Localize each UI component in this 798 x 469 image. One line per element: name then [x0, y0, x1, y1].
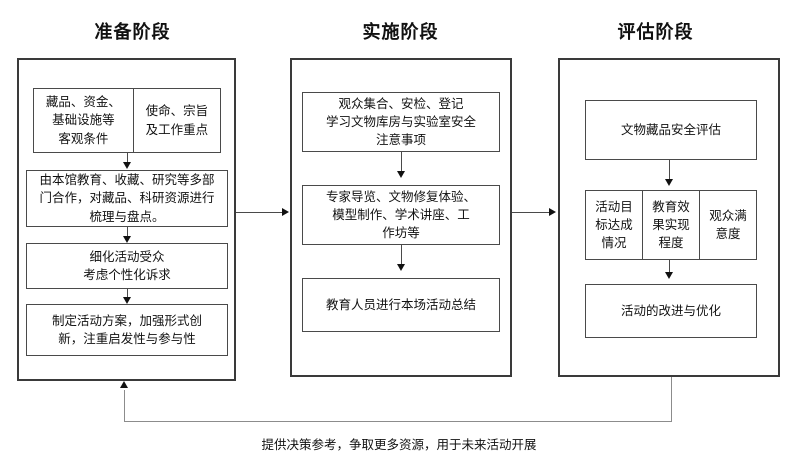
- node-impl-assembly-security-registration[interactable]: 观众集合、安检、登记 学习文物库房与实验室安全 注意事项: [302, 92, 500, 152]
- feedback-line-horizontal: [124, 421, 672, 422]
- stage-title-implementation: 实施阶段: [362, 22, 439, 43]
- cell-collections-funds-facilities: 藏品、资金、 基础设施等 客观条件: [45, 94, 121, 146]
- arrow-stage2-to-stage3: [549, 207, 556, 216]
- feedback-line-vertical-left: [124, 390, 125, 422]
- cell-visitor-satisfaction: 观众满 意度: [699, 191, 756, 259]
- node-impl-educator-summary[interactable]: 教育人员进行本场活动总结: [302, 278, 500, 332]
- node-impl-expert-tour-restoration[interactable]: 专家导览、文物修复体验、 模型制作、学术讲座、工 作坊等: [302, 185, 500, 245]
- cell-mission-purpose-focus: 使命、宗旨 及工作重点: [132, 89, 220, 152]
- connector-stage2-to-stage3: [512, 212, 550, 213]
- connector-stage1-to-stage2: [236, 212, 283, 213]
- node-prep-refine-audience[interactable]: 细化活动受众 考虑个性化诉求: [26, 243, 228, 289]
- connector-impl-2-to-3: [401, 245, 402, 266]
- arrow-eval-2-to-3: [664, 272, 673, 279]
- arrow-impl-1-to-2: [396, 171, 405, 178]
- arrow-prep-3-to-4: [122, 297, 131, 304]
- node-prep-departments-collaboration[interactable]: 由本馆教育、收藏、研究等多部 门合作，对藏品、科研资源进行 梳理与盘点。: [26, 170, 228, 227]
- arrow-feedback-to-preparation: [120, 381, 128, 388]
- arrow-stage1-to-stage2: [282, 207, 289, 216]
- arrow-impl-2-to-3: [396, 264, 405, 271]
- stage-title-evaluation: 评估阶段: [617, 22, 694, 43]
- feedback-line-vertical-right: [671, 377, 672, 422]
- node-eval-metrics[interactable]: 活动目 标达成 情况 教育效 果实现 程度 观众满 意度: [585, 190, 757, 260]
- cell-goal-achievement: 活动目 标达成 情况: [595, 198, 633, 251]
- arrow-prep-1-to-2: [122, 162, 131, 169]
- connector-prep-2-to-3: [127, 227, 128, 239]
- connector-prep-3-to-4: [127, 289, 128, 300]
- arrow-prep-2-to-3: [122, 236, 131, 243]
- connector-prep-1-to-2: [127, 153, 128, 165]
- node-prep-activity-plan[interactable]: 制定活动方案，加强形式创 新，注重启发性与参与性: [26, 304, 228, 356]
- stage-title-preparation: 准备阶段: [94, 22, 171, 43]
- connector-impl-1-to-2: [401, 152, 402, 173]
- connector-eval-2-to-3: [669, 260, 670, 274]
- node-eval-artifact-safety-assessment[interactable]: 文物藏品安全评估: [585, 100, 757, 160]
- node-eval-improvement-optimization[interactable]: 活动的改进与优化: [585, 284, 757, 338]
- connector-eval-1-to-2: [669, 160, 670, 181]
- node-prep-objective-conditions[interactable]: 藏品、资金、 基础设施等 客观条件 使命、宗旨 及工作重点: [33, 88, 221, 153]
- arrow-eval-1-to-2: [664, 179, 673, 186]
- feedback-caption: 提供决策参考，争取更多资源，用于未来活动开展: [261, 437, 537, 452]
- cell-education-effect: 教育效 果实现 程度: [642, 191, 699, 259]
